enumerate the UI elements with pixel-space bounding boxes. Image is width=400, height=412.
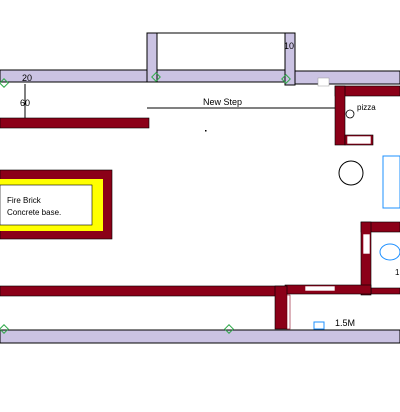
round-table-icon	[338, 160, 364, 186]
bottom-blue-box	[313, 321, 325, 330]
lower-maroon-wall	[0, 285, 286, 297]
upper-left-maroon-wall	[0, 117, 150, 129]
bottom-wall	[0, 329, 400, 344]
lower-post-inner	[286, 294, 291, 330]
dim-right-partial-label: 1	[395, 268, 400, 277]
dim-top-left-label: 20	[22, 73, 32, 83]
dim-alcove-label: 10	[284, 41, 294, 51]
lower-maroon-post	[274, 285, 288, 330]
alcove-left-wall	[146, 32, 158, 83]
center-dot	[205, 130, 207, 132]
marker-top-right	[281, 74, 291, 84]
pizza-counter	[346, 135, 372, 145]
pizza-oven-icon	[345, 109, 355, 119]
dim-bottom-label: 1.5M	[335, 318, 355, 328]
fire-pit-inner	[0, 184, 93, 226]
new-step-label: New Step	[203, 97, 242, 107]
top-wall-left	[0, 69, 291, 83]
marker-top-left	[0, 78, 9, 88]
top-wall-opening	[317, 77, 330, 87]
pizza-wall-vertical	[334, 85, 346, 146]
marker-bottom-left	[0, 324, 9, 334]
blue-fixture	[382, 155, 400, 209]
sink-icon	[379, 243, 400, 261]
top-wall-right	[289, 70, 400, 85]
pizza-label: pizza	[357, 103, 376, 112]
marker-bottom-mid	[224, 324, 234, 334]
marker-top-mid	[151, 72, 161, 82]
right-lower-wall-return	[370, 287, 400, 295]
right-small-panel	[362, 233, 371, 255]
fire-brick-label: Fire Brick	[7, 196, 42, 205]
right-lower-wall-vertical	[360, 221, 372, 296]
dim-left-vertical-label: 60	[20, 98, 30, 108]
concrete-base-label: Concrete base.	[7, 208, 61, 217]
lower-wall-opening	[304, 285, 336, 292]
